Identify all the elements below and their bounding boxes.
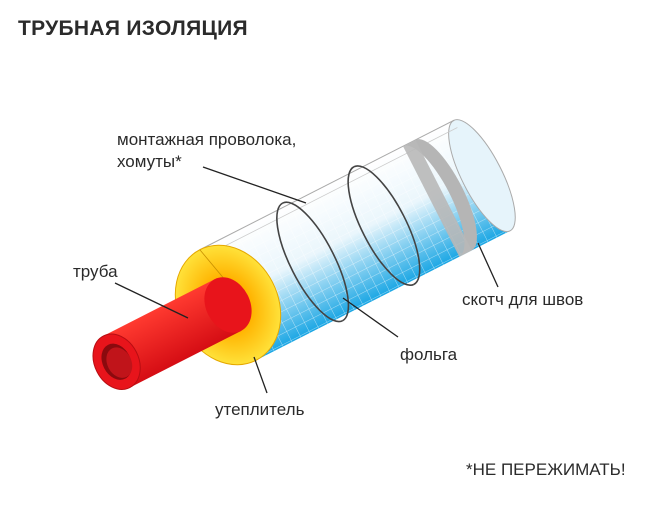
- note-do-not-overtighten: *НЕ ПЕРЕЖИМАТЬ!: [466, 460, 626, 479]
- pipe: [92, 277, 252, 390]
- leader-foil: [342, 297, 399, 338]
- diagram-title: ТРУБНАЯ ИЗОЛЯЦИЯ: [18, 17, 248, 40]
- mounting-wire: [276, 165, 421, 323]
- label-tape: скотч для швов: [462, 290, 584, 309]
- seam-tape: [403, 139, 477, 257]
- label-foil: фольга: [400, 345, 458, 364]
- label-wire-line1: монтажная проволока,: [117, 130, 297, 149]
- leader-pipe: [114, 282, 189, 319]
- label-pipe: труба: [73, 262, 118, 281]
- label-insulation: утеплитель: [215, 400, 305, 419]
- label-wire-line2: хомуты*: [117, 152, 182, 171]
- leader-wire: [202, 166, 307, 204]
- leader-insulation: [253, 356, 268, 394]
- leader-tape: [477, 242, 499, 288]
- leader-lines: [114, 166, 499, 394]
